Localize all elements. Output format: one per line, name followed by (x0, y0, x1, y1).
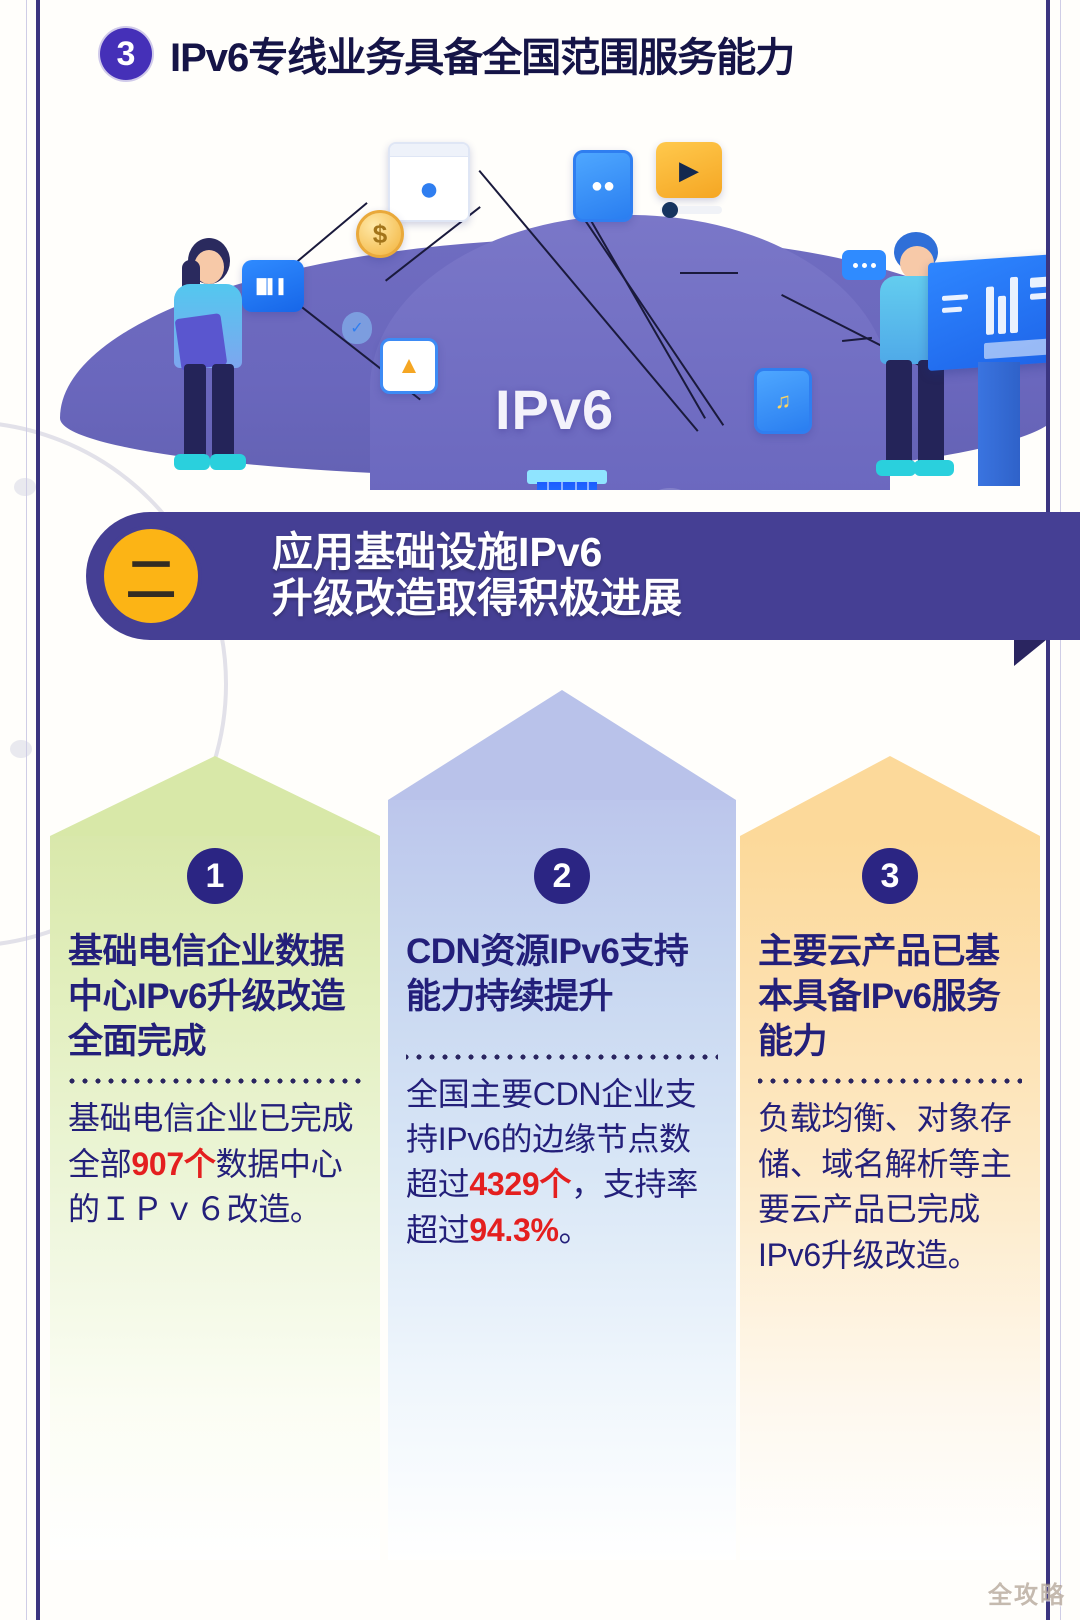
card-1-divider (68, 1078, 362, 1085)
section-number-badge: 二 (104, 529, 198, 623)
card-1-text-b: 数据中心的ＩＰｖ６改造。 (68, 1145, 343, 1228)
section-banner: 二 应用基础设施IPv6 升级改造取得积极进展 (86, 512, 1080, 640)
chart-panel-icon: █▌▌ (242, 260, 304, 312)
card-2-highlight-943: 94.3% (469, 1211, 559, 1248)
card-2-highlight-4329: 4329个 (469, 1166, 572, 1203)
page-title: IPv6专线业务具备全国范围服务能力 (170, 36, 795, 80)
card-1-arrow-tip (50, 756, 380, 836)
video-play-icon: ▶ (656, 142, 722, 198)
shield-check-icon: ✓ (342, 312, 372, 344)
frame-rail-thin-left (26, 0, 27, 1620)
card-3-body: 3 主要云产品已基本具备IPv6服务能力 负载均衡、对象存储、域名解析等主要云产… (740, 848, 1040, 1278)
banner-fold-tail (1014, 640, 1046, 666)
frame-rail-thin-right (1060, 0, 1061, 1620)
card-3-divider (758, 1078, 1022, 1085)
kiosk-display (928, 252, 1046, 372)
video-progress-knob (662, 202, 678, 218)
card-3-text-a: 负载均衡、对象存储、域名解析等主要云产品已完成IPv6升级改造。 (758, 1100, 1012, 1273)
frame-rail-left (36, 0, 40, 1620)
card-2-text-c: 。 (558, 1211, 591, 1248)
card-2-divider (406, 1053, 718, 1060)
card-3-text: 负载均衡、对象存储、域名解析等主要云产品已完成IPv6升级改造。 (758, 1096, 1022, 1278)
card-1-highlight-907: 907个 (131, 1145, 216, 1182)
card-2-text-a: 全国主要CDN企业支持IPv6的边缘节点数超过 (406, 1075, 697, 1203)
decorative-dot (10, 740, 32, 758)
card-3-panel (740, 836, 1040, 1560)
music-note-icon: ♫ (754, 368, 812, 434)
card-1-number: 1 (187, 848, 243, 904)
game-controller-icon: ●● (573, 150, 633, 222)
ipv6-center-label: IPv6 (495, 378, 615, 441)
header-number-badge: 3 (100, 28, 152, 80)
user-profile-window-icon: ● (388, 142, 470, 222)
card-3-title: 主要云产品已基本具备IPv6服务能力 (758, 932, 1001, 1061)
watermark: 全攻略 (988, 1582, 1066, 1609)
image-photo-icon: ▲ (380, 338, 438, 394)
section-banner-title: 应用基础设施IPv6 升级改造取得积极进展 (272, 529, 682, 622)
video-progress-bar (660, 206, 722, 214)
woman-presenter (158, 238, 268, 488)
connector-line (680, 272, 738, 274)
card-3-arrow-tip (740, 756, 1040, 836)
card-2-text-b: ，支持率超过 (406, 1166, 698, 1248)
card-2-title: CDN资源IPv6支持能力持续提升 (406, 932, 689, 1016)
card-1-title: 基础电信企业数据中心IPv6升级改造全面完成 (68, 932, 346, 1061)
decorative-dot (14, 478, 36, 496)
card-2-body: 2 CDN资源IPv6支持能力持续提升 全国主要CDN企业支持IPv6的边缘节点… (388, 848, 736, 1253)
data-waterfall (537, 482, 597, 490)
dollar-coin-icon: $ (356, 210, 404, 258)
card-3-number: 3 (862, 848, 918, 904)
card-1-body: 1 基础电信企业数据中心IPv6升级改造全面完成 基础电信企业已完成全部907个… (50, 848, 380, 1233)
card-1-panel (50, 836, 380, 1560)
card-1-text-a: 基础电信企业已完成全部 (68, 1100, 354, 1182)
banner-title-line-2: 升级改造取得积极进展 (272, 575, 682, 621)
card-1-text: 基础电信企业已完成全部907个数据中心的ＩＰｖ６改造。 (68, 1096, 362, 1232)
banner-title-line-1: 应用基础设施IPv6 (272, 529, 603, 576)
card-2-number: 2 (534, 848, 590, 904)
card-2-panel (388, 800, 736, 1560)
frame-rail-right (1046, 0, 1050, 1620)
card-2-arrow-tip (388, 690, 736, 800)
card-2-text: 全国主要CDN企业支持IPv6的边缘节点数超过4329个，支持率超过94.3%。 (406, 1072, 718, 1254)
section-header: 3 IPv6专线业务具备全国范围服务能力 (0, 16, 1080, 92)
cards-row: 1 基础电信企业数据中心IPv6升级改造全面完成 基础电信企业已完成全部907个… (40, 660, 1046, 1560)
hero-illustration: IPv6 ● $ █▌▌ ▲ ●● ▶ ♫ (40, 110, 1046, 490)
chat-bubble-icon (842, 250, 886, 280)
data-pillar (527, 470, 607, 484)
kiosk-stand (978, 362, 1020, 486)
